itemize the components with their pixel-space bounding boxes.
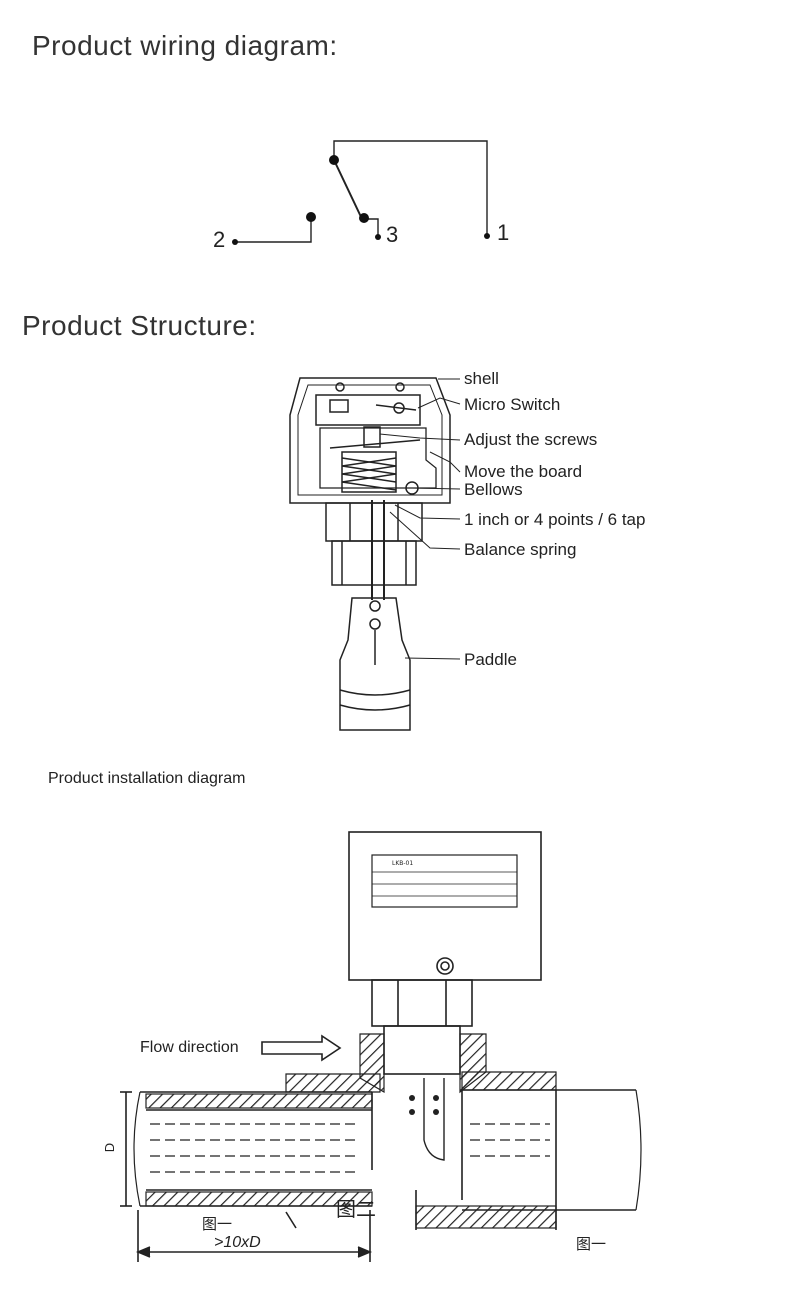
structure-drawing — [289, 377, 461, 731]
wire-to-terminal-2 — [235, 217, 312, 243]
label-move-board: Move the board — [464, 462, 583, 481]
label-adjust-screws: Adjust the screws — [464, 430, 598, 449]
fig-label-left: 图一 — [202, 1215, 233, 1233]
structure-title: Product Structure: — [22, 310, 257, 341]
label-thread-size: 1 inch or 4 points / 6 tap — [464, 510, 646, 529]
terminal-2-dot — [232, 239, 238, 245]
label-micro-switch: Micro Switch — [464, 395, 561, 414]
fig-label-center: 图二 — [336, 1197, 376, 1221]
hex-nut — [371, 979, 473, 1027]
wiring-diagram — [232, 140, 490, 245]
flow-direction-label: Flow direction — [140, 1039, 239, 1056]
threaded-nipple — [331, 540, 417, 586]
nameplate-model: LKB-01 — [392, 860, 414, 867]
flow-arrow — [261, 1034, 342, 1062]
nc-contact — [306, 212, 316, 222]
move-board — [319, 427, 437, 489]
terminal-1-dot — [484, 233, 490, 239]
terminal-2-label: 2 — [213, 227, 226, 252]
label-shell: shell — [464, 369, 499, 388]
lever-contact — [359, 213, 369, 223]
installation-title: Product installation diagram — [48, 770, 246, 787]
bellows — [341, 451, 397, 493]
common-contact — [329, 155, 339, 165]
wire-to-terminal-1 — [333, 140, 488, 236]
terminal-1-label: 1 — [497, 220, 510, 245]
wiring-diagram-title: Product wiring diagram: — [32, 30, 338, 61]
switch-lever — [333, 159, 363, 220]
terminal-3-label: 3 — [386, 222, 399, 247]
label-paddle: Paddle — [464, 650, 517, 669]
micro-switch-body — [315, 394, 421, 426]
terminal-3-dot — [375, 234, 381, 240]
paddle-shape — [339, 597, 411, 731]
dimension-label: >10xD — [214, 1234, 261, 1251]
label-bellows: Bellows — [464, 480, 523, 499]
fig-label-right: 图一 — [576, 1235, 607, 1253]
diameter-label: D — [102, 1142, 118, 1153]
shell-outline — [289, 377, 451, 504]
nameplate — [371, 854, 518, 908]
label-balance-spring: Balance spring — [464, 540, 577, 559]
